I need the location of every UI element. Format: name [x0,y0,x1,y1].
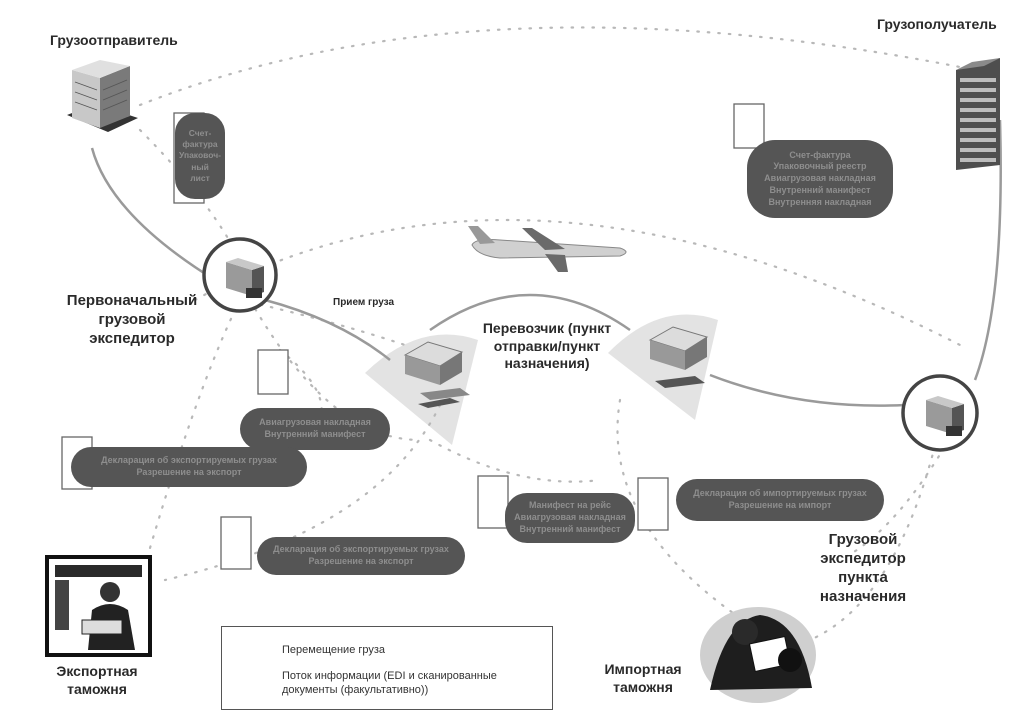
export-customs-label: Экспортная таможня [56,663,138,697]
cargo-acceptance-label: Прием груза [333,297,395,308]
office-building-icon [67,60,138,132]
import-customs-label: Импортная таможня [604,661,682,695]
airplane-icon [468,226,627,272]
customs-inspector-icon [700,607,816,703]
cargo-movement-lines [90,119,1002,407]
destination-truck-icon [901,374,979,452]
export-declaration-bubble-1: Декларация об экспортируемых грузах Разр… [71,447,307,487]
destination-warehouse-icon [648,326,709,388]
tower-building-icon [956,58,1000,170]
export-declaration-bubble-2: Декларация об экспортируемых грузах Разр… [257,537,465,575]
shipper-label: Грузоотправитель [50,32,178,48]
customs-officer-icon [45,555,152,657]
import-declaration-bubble: Декларация об импортируемых грузах Разре… [676,479,884,521]
info-flow-lines [138,26,977,642]
origin-warehouse-icon [403,341,470,408]
legend-cargo-movement-label: Перемещение груза [282,644,386,656]
forwarder-docs-bubble: Авиагрузовая накладная Внутренний манифе… [240,408,390,450]
destination-hub-fan [608,314,718,420]
origin-truck-icon [202,237,278,313]
carrier-label: Перевозчик (пункт отправки/пункт назначе… [482,320,612,371]
shipper-docs-bubble: Счет- фактура Упаковоч- ный лист [175,113,225,199]
origin-forwarder-label: Первоначальный грузовой экспедитор [66,292,198,347]
consignee-label: Грузополучатель [877,16,997,32]
legend: Перемещение груза Поток информации (EDI … [221,626,553,710]
legend-info-flow-label: Поток информации (EDI и сканированные до… [282,670,497,697]
consignee-docs-bubble: Счет-фактура Упаковочный реестр Авиагруз… [747,140,893,218]
dest-forwarder-label: Грузовой экспедитор пункта назначения [819,531,907,606]
carrier-docs-bubble: Манифест на рейс Авиагрузовая накладная … [505,493,635,543]
